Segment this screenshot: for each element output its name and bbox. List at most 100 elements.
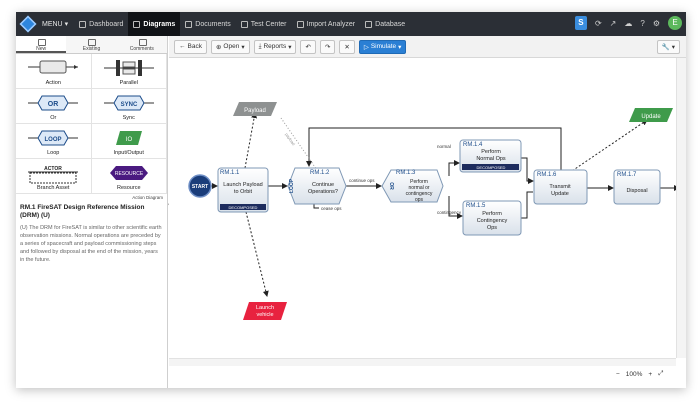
settings-icon[interactable]: ⚙ [652, 18, 660, 28]
rm15-action-node[interactable] [462, 200, 522, 236]
palette-io[interactable]: IO Input/Output [91, 124, 167, 159]
chevron-down-icon: ▾ [241, 43, 245, 51]
nav-right-tools: S ⟳ ↗ ☁ ? ⚙ E [574, 16, 682, 30]
branch-asset-shape-text: ACTOR [44, 166, 62, 172]
tab-existing[interactable]: Existing [66, 36, 116, 53]
app-logo-icon[interactable] [19, 15, 37, 33]
delete-button[interactable]: ✕ [339, 39, 355, 54]
sync-shape-icon: SYNC [103, 95, 154, 111]
open-button[interactable]: ⊕Open▾ [210, 39, 250, 54]
diagrams-icon [133, 20, 141, 28]
vertical-scrollbar[interactable] [676, 58, 686, 358]
horizontal-scrollbar[interactable] [169, 358, 676, 366]
tab-new[interactable]: New [16, 36, 67, 53]
cloud-icon[interactable]: ☁ [624, 18, 633, 28]
rm11-decomposed-badge [220, 204, 266, 210]
tab-comments[interactable]: Comments [117, 36, 167, 53]
back-button[interactable]: ←Back [174, 39, 207, 54]
user-avatar[interactable]: E [668, 16, 682, 30]
zoom-out-button[interactable]: − [616, 370, 620, 378]
rm11-action-node[interactable] [217, 167, 269, 213]
tools-button[interactable]: 🔧▾ [656, 40, 680, 54]
undo-button[interactable]: ↶ [300, 39, 316, 54]
s-badge-button[interactable]: S [574, 16, 587, 30]
rm12-loop-label: LOOP [289, 178, 295, 193]
zoom-in-button[interactable]: + [648, 370, 653, 378]
update-label: Update [641, 114, 661, 120]
nav-database-label: Database [375, 20, 406, 28]
left-tabs: New Existing Comments [16, 36, 167, 54]
rm17-line1: Disposal [626, 188, 647, 194]
rm11-line2: to Orbit [234, 189, 253, 195]
rm16-id: RM.1.6 [537, 172, 557, 178]
payload-link-label: payload [284, 132, 296, 146]
rm11-decomposed-label: DECOMPOSED [229, 205, 258, 210]
cease-ops-label: cease ops [321, 206, 342, 211]
open-icon: ⊕ [215, 43, 222, 51]
simulate-label: Simulate [370, 43, 397, 50]
nav-database[interactable]: Database [360, 12, 410, 36]
continue-ops-label: continue ops [349, 178, 375, 183]
database-icon [365, 20, 373, 28]
nav-dashboard[interactable]: Dashboard [74, 12, 128, 36]
chevron-down-icon: ▾ [64, 21, 69, 28]
io-shape-text: IO [126, 137, 133, 143]
fit-icon[interactable]: ⤢ [658, 370, 664, 377]
sync-shape-text: SYNC [120, 102, 137, 108]
diagram-canvas[interactable]: START Payload payload Launch vehicle RM.… [169, 58, 686, 388]
share-icon[interactable]: ↗ [609, 18, 617, 28]
loop-shape-text: LOOP [45, 137, 62, 143]
rm11-id: RM.1.1 [220, 170, 240, 176]
redo-button[interactable]: ↷ [319, 39, 336, 54]
start-node[interactable] [188, 174, 212, 198]
rm12-id: RM.1.2 [310, 170, 330, 176]
nav-documents[interactable]: Documents [180, 12, 235, 36]
update-io-node[interactable] [629, 108, 673, 122]
launch-vehicle-node[interactable] [243, 302, 287, 320]
reports-button[interactable]: ⤓Reports▾ [253, 39, 297, 54]
rm12-loop-node[interactable] [287, 167, 347, 205]
nav-test-center[interactable]: Test Center [236, 12, 292, 36]
menu-button[interactable]: MENU ▾ [42, 20, 69, 29]
nav-import-analyzer[interactable]: Import Analyzer [292, 12, 361, 36]
edge-rm14-rm16 [521, 157, 534, 184]
rm15-line2: Contingency [477, 218, 508, 224]
palette-or[interactable]: OR Or [16, 89, 92, 124]
rm14-decomposed-label: DECOMPOSED [477, 165, 506, 170]
edge-payload-rm12 [280, 117, 318, 171]
action-shape-icon [28, 60, 79, 74]
description-body: (U) The DRM for FireSAT is similar to ot… [20, 225, 162, 263]
rm14-line1: Perform [481, 149, 501, 155]
palette-resource-label: Resource [116, 185, 141, 191]
simulate-button[interactable]: ▷Simulate▾ [358, 39, 407, 54]
rm13-or-node[interactable] [381, 169, 444, 203]
rm14-id: RM.1.4 [463, 142, 483, 148]
palette-action[interactable]: Action [16, 54, 92, 89]
rm16-action-node[interactable] [533, 169, 588, 205]
top-nav: MENU ▾ Dashboard Diagrams Documents Test… [16, 12, 686, 36]
open-label: Open [223, 43, 240, 50]
rm13-line3: contingency [406, 191, 433, 197]
palette-branch-asset-label: Branch Asset [37, 185, 70, 191]
nav-import-analyzer-label: Import Analyzer [306, 20, 356, 28]
palette-branch-asset[interactable]: ACTOR Branch Asset [16, 159, 92, 194]
help-icon[interactable]: ? [640, 18, 645, 28]
payload-io-node[interactable] [233, 102, 277, 116]
palette-or-label: Or [50, 115, 57, 121]
rm14-decomposed-badge [462, 164, 519, 170]
normal-branch-label: normal [437, 144, 451, 149]
sync-icon[interactable]: ⟳ [594, 18, 602, 28]
rm13-or-label: OR [388, 182, 394, 190]
resource-shape-text: RESOURCE [115, 171, 144, 177]
palette-loop[interactable]: LOOP Loop [16, 124, 92, 159]
palette-resource[interactable]: RESOURCE Resource [91, 159, 167, 194]
palette-parallel[interactable]: Parallel [91, 54, 167, 89]
chevron-down-icon: ▾ [288, 43, 292, 51]
payload-label: Payload [244, 108, 266, 114]
import-icon [296, 20, 304, 28]
chevron-down-icon: ▾ [671, 44, 675, 51]
rm13-line4: ops [415, 197, 424, 203]
nav-diagrams[interactable]: Diagrams [128, 12, 181, 36]
palette-sync[interactable]: SYNC Sync [91, 89, 167, 124]
rm17-action-node[interactable] [613, 169, 661, 205]
